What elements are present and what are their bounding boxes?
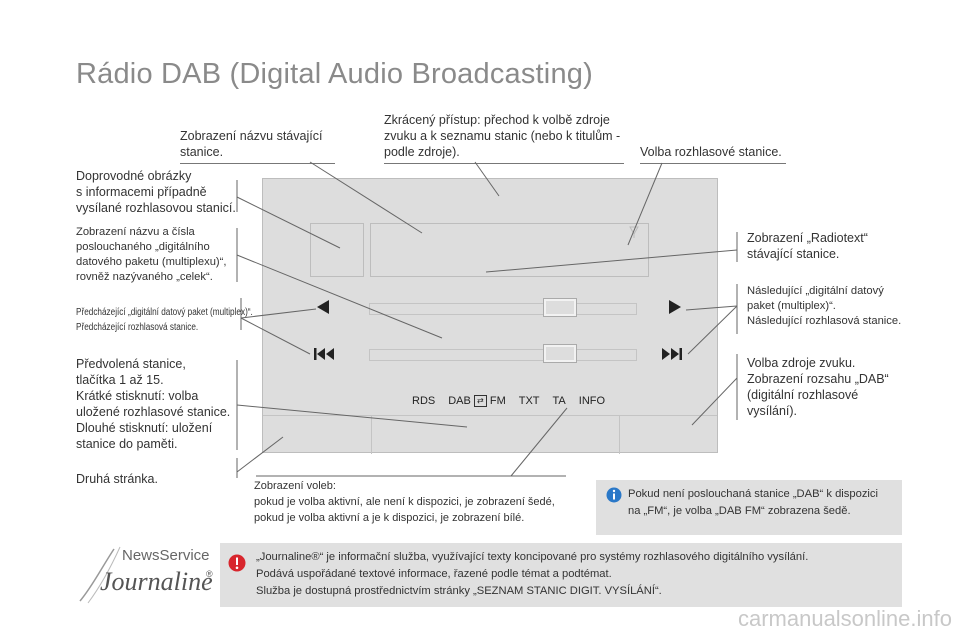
journaline-text: „Journaline®“ je informační služba, využ… <box>256 551 809 597</box>
next-station-button[interactable] <box>661 347 683 361</box>
options-line-2: pokud je volba aktivní a je k dispozici,… <box>254 512 525 524</box>
page-title: Rádio DAB (Digital Audio Broadcasting) <box>76 58 593 90</box>
multiplex-slider-knob[interactable] <box>543 298 577 317</box>
callout-second-page: Druhá stránka. <box>76 472 158 486</box>
callout-station-select: Volba rozhlasové stanice. <box>640 144 786 164</box>
options-line-1: pokud je volba aktivní, ale není k dispo… <box>254 496 555 508</box>
info-button[interactable]: INFO <box>578 395 606 407</box>
info-box: Pokud není poslouchaná stanice „DAB“ k d… <box>596 480 902 535</box>
image-area <box>310 223 364 277</box>
station-slider-knob[interactable] <box>543 344 577 363</box>
rds-button[interactable]: RDS <box>412 395 436 407</box>
logo-main: Journaline <box>100 567 213 596</box>
radio-screen: RDS DAB ⇄ FM TXT TA INFO <box>262 178 718 454</box>
journaline-note: „Journaline®“ je informační služba, využ… <box>220 543 902 607</box>
dab-label: DAB <box>448 395 471 407</box>
callout-next: Následující „digitální datový paket (mul… <box>747 285 902 327</box>
option-buttons: RDS DAB ⇄ FM TXT TA INFO <box>412 395 605 407</box>
logo-mark: ® <box>206 569 213 579</box>
previous-multiplex-button[interactable] <box>316 299 330 315</box>
fm-label: FM <box>489 395 506 407</box>
callout-source: Volba zdroje zvuku. Zobrazení rozsahu „D… <box>747 356 889 418</box>
previous-station-button[interactable] <box>313 347 335 361</box>
options-title: Zobrazení voleb: <box>254 480 336 492</box>
swap-icon: ⇄ <box>473 395 487 407</box>
watermark: carmanualsonline.info <box>737 606 952 631</box>
dab-fm-button[interactable]: DAB ⇄ FM <box>448 395 506 407</box>
scroll-indicator-icon <box>629 226 639 238</box>
station-name-area <box>370 223 649 277</box>
callout-options: Zobrazení voleb: pokud je volba aktivní,… <box>254 478 564 526</box>
callout-presets: Předvolená stanice, tlačítka 1 až 15. Kr… <box>76 357 231 451</box>
callout-shortcut: Zkrácený přístup: přechod k volbě zdroje… <box>384 112 624 164</box>
journaline-swash-icon <box>79 546 121 604</box>
callout-previous-station: Předcházející rozhlasová stanice. <box>76 322 199 333</box>
warning-icon <box>228 554 246 572</box>
txt-button[interactable]: TXT <box>518 395 540 407</box>
next-multiplex-button[interactable] <box>668 299 682 315</box>
callout-previous-multiplex: Předcházející „digitální datový paket (m… <box>76 307 253 318</box>
preset-bar <box>263 415 717 454</box>
callout-multiplex: Zobrazení názvu a čísla poslouchaného „d… <box>76 226 227 283</box>
callout-radiotext: Zobrazení „Radiotext“ stávající stanice. <box>747 231 868 261</box>
logo-top: NewsService <box>122 547 210 564</box>
callout-station-name: Zobrazení názvu stávající stanice. <box>180 128 335 164</box>
source-tab-divider <box>619 416 620 454</box>
journaline-logo: NewsService Journaline ® <box>74 543 214 607</box>
second-page-tab[interactable] <box>263 416 372 454</box>
info-text: Pokud není poslouchaná stanice „DAB“ k d… <box>628 488 878 517</box>
ta-button[interactable]: TA <box>552 395 566 407</box>
info-icon <box>606 487 622 503</box>
callout-images: Doprovodné obrázky s informacemi případn… <box>76 169 236 215</box>
